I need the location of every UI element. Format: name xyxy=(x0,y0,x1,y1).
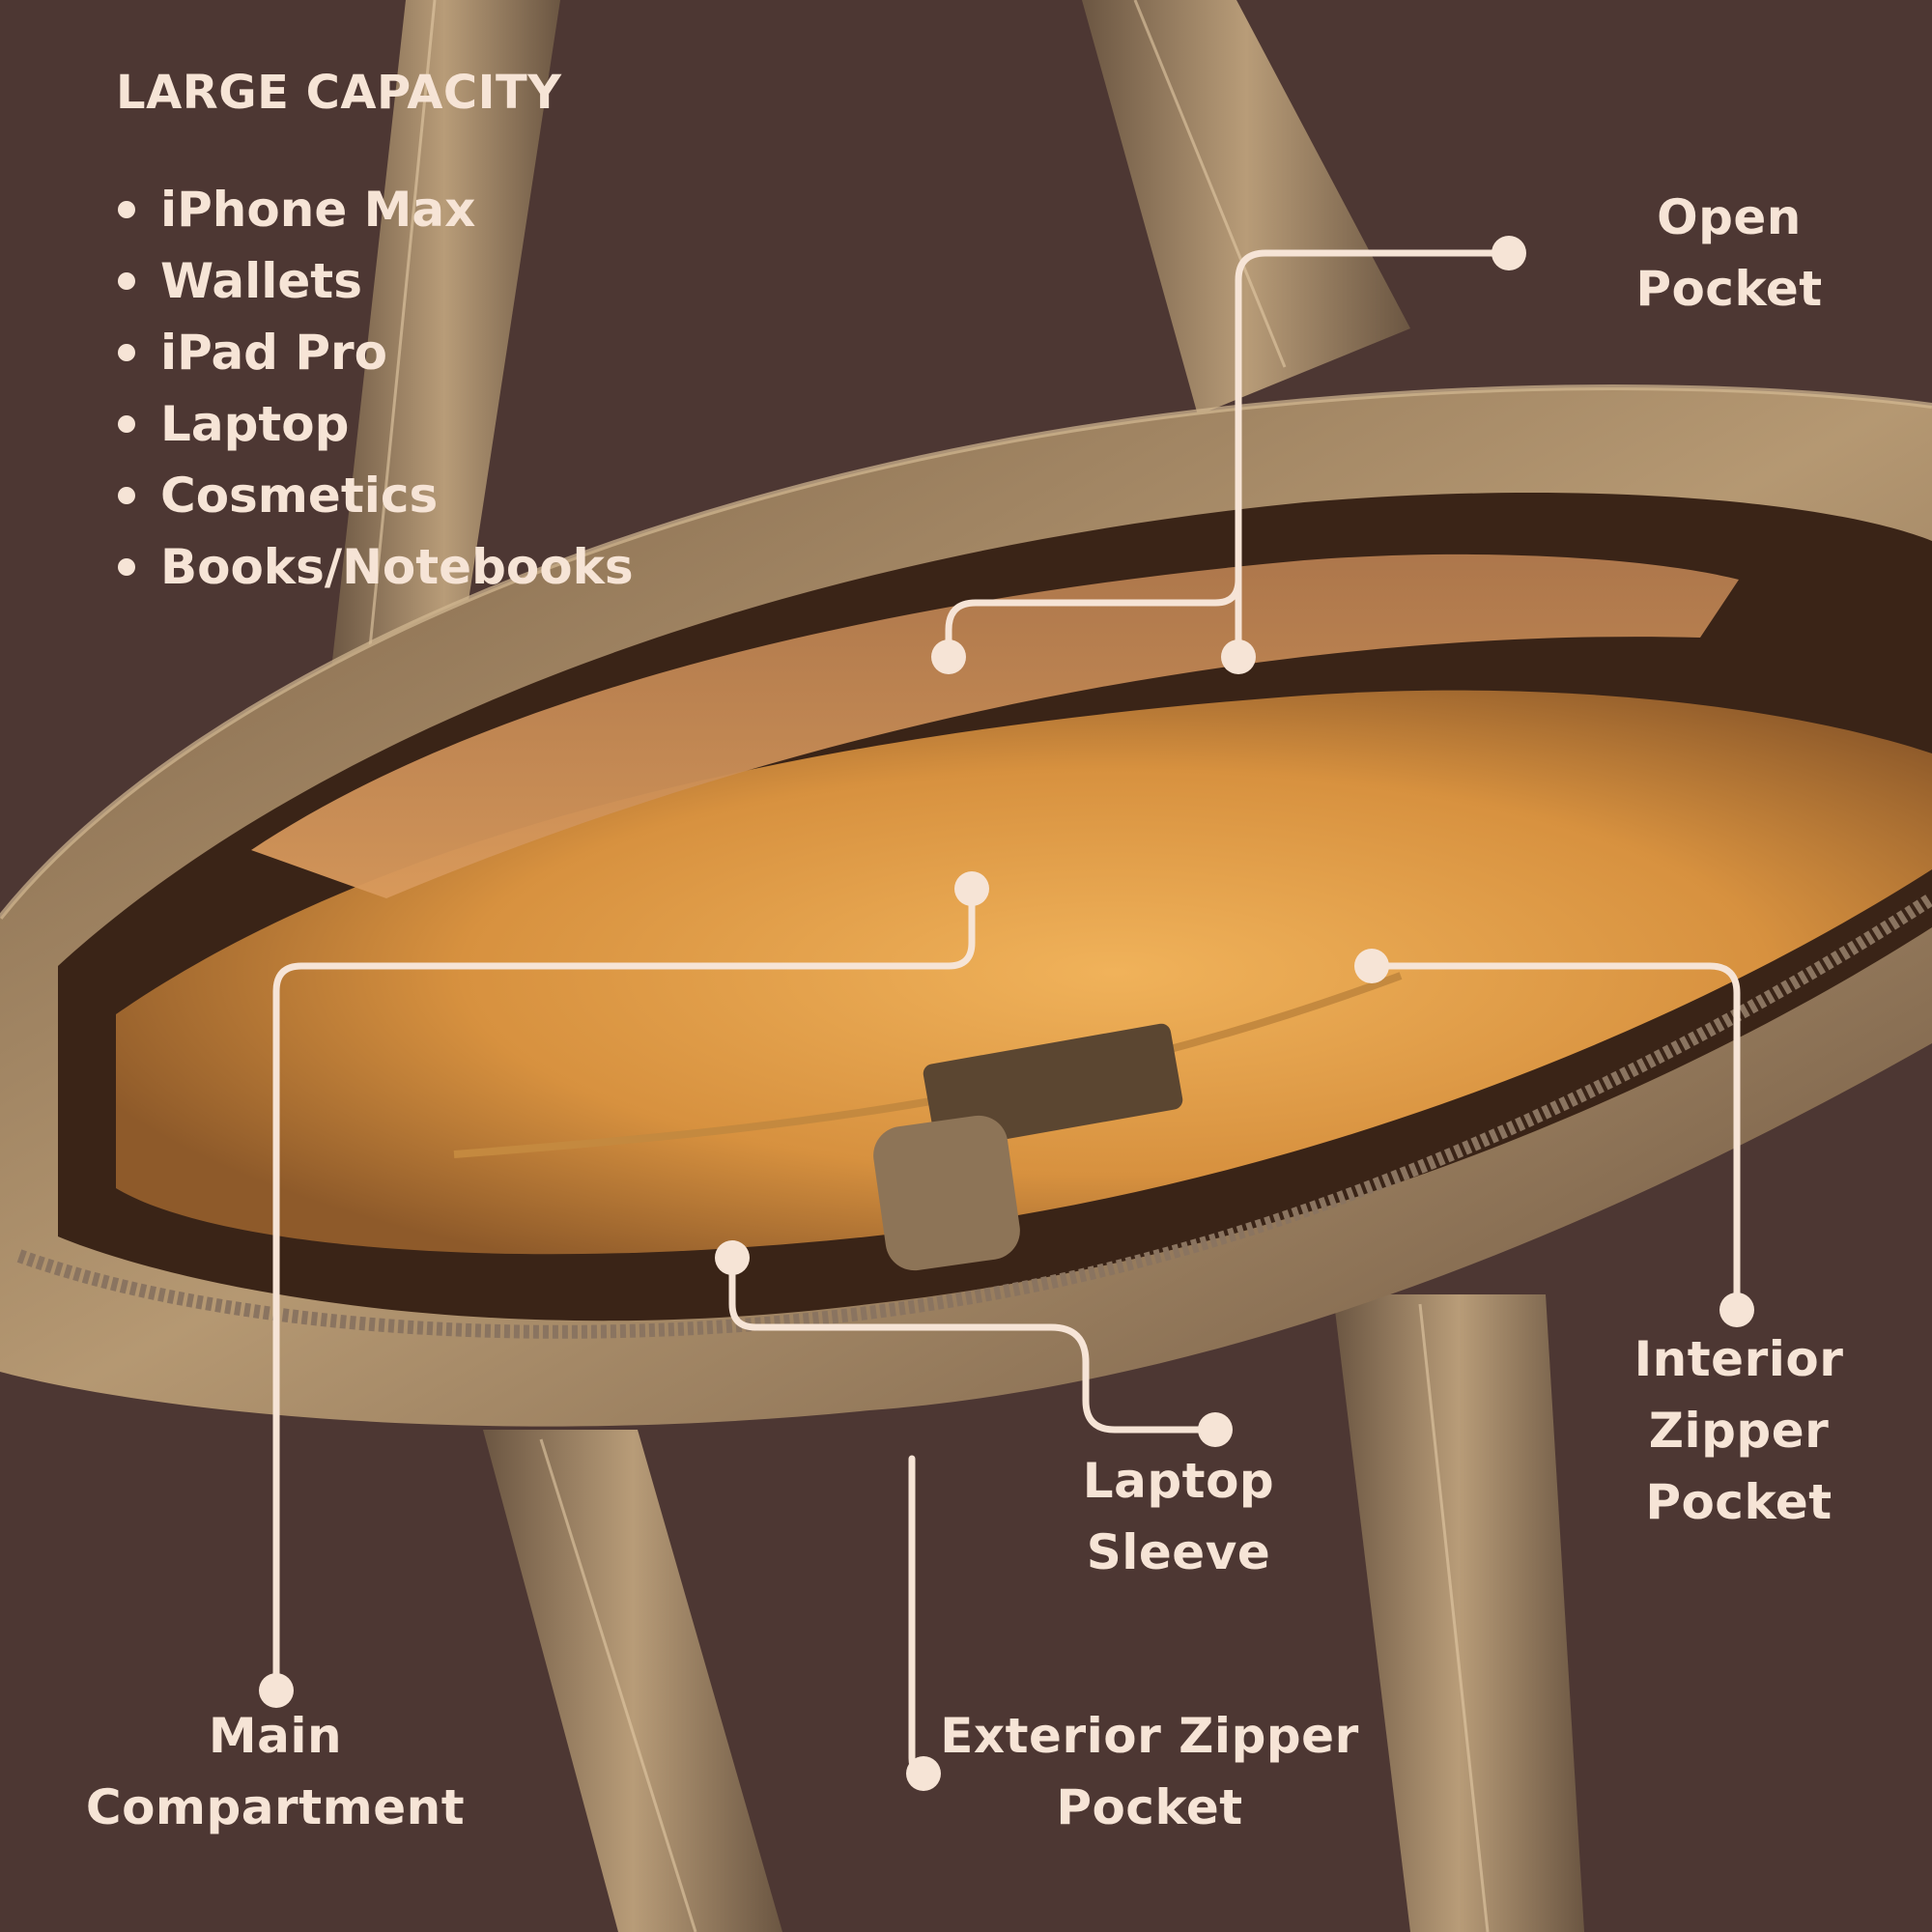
callout-dot-laptop-a xyxy=(715,1240,750,1275)
label-line: Interior xyxy=(1634,1331,1844,1387)
callout-line-open-pocket xyxy=(945,249,1511,661)
capacity-heading: LARGE CAPACITY xyxy=(116,66,562,120)
callout-line-interior-zipper xyxy=(1368,962,1741,1314)
callout-dot-exterior xyxy=(906,1756,941,1791)
label-laptop-sleeve: Laptop Sleeve xyxy=(1043,1445,1314,1588)
list-item: iPhone Max xyxy=(116,174,634,245)
callout-dot-interior-b xyxy=(1719,1293,1754,1327)
label-interior-zipper-pocket: Interior Zipper Pocket xyxy=(1604,1323,1874,1538)
label-open-pocket: Open Pocket xyxy=(1584,182,1874,325)
label-line: Laptop xyxy=(1082,1453,1275,1509)
callout-dot-main-b xyxy=(259,1673,294,1708)
bag-strap-bottom-left xyxy=(483,1430,782,1932)
label-exterior-zipper-pocket: Exterior Zipper Pocket xyxy=(927,1700,1372,1843)
bag-strap-bottom-right xyxy=(1333,1294,1584,1932)
list-item: Laptop xyxy=(116,388,634,460)
label-line: Pocket xyxy=(1645,1474,1833,1530)
capacity-list: iPhone Max Wallets iPad Pro Laptop Cosme… xyxy=(116,174,634,603)
callout-dot-open-pocket-a xyxy=(1492,236,1526,270)
callout-dot-interior-a xyxy=(1354,949,1389,983)
label-line: Exterior Zipper xyxy=(940,1708,1359,1764)
label-line: Compartment xyxy=(85,1779,466,1835)
list-item: iPad Pro xyxy=(116,317,634,388)
label-line: Sleeve xyxy=(1086,1524,1271,1580)
bag-strap-top-right xyxy=(1082,0,1410,415)
callout-dot-open-pocket-b xyxy=(931,639,966,674)
label-line: Open xyxy=(1657,189,1802,245)
callout-dot-laptop-b xyxy=(1198,1412,1233,1447)
label-line: Main xyxy=(208,1708,343,1764)
bag-strap-top-left xyxy=(328,0,560,696)
callout-line-exterior-zipper xyxy=(908,1455,927,1777)
label-line: Pocket xyxy=(1056,1779,1243,1835)
bag-body xyxy=(0,384,1932,1427)
callout-line-main-compartment xyxy=(272,885,976,1694)
label-line: Zipper xyxy=(1648,1403,1830,1459)
callout-line-laptop-sleeve xyxy=(728,1254,1219,1434)
list-item: Wallets xyxy=(116,245,634,317)
list-item: Books/Notebooks xyxy=(116,531,634,603)
label-main-compartment: Main Compartment xyxy=(58,1700,493,1843)
label-line: Pocket xyxy=(1635,261,1823,317)
list-item: Cosmetics xyxy=(116,460,634,531)
callout-dot-main-a xyxy=(954,871,989,906)
callout-dot-open-pocket-c xyxy=(1221,639,1256,674)
